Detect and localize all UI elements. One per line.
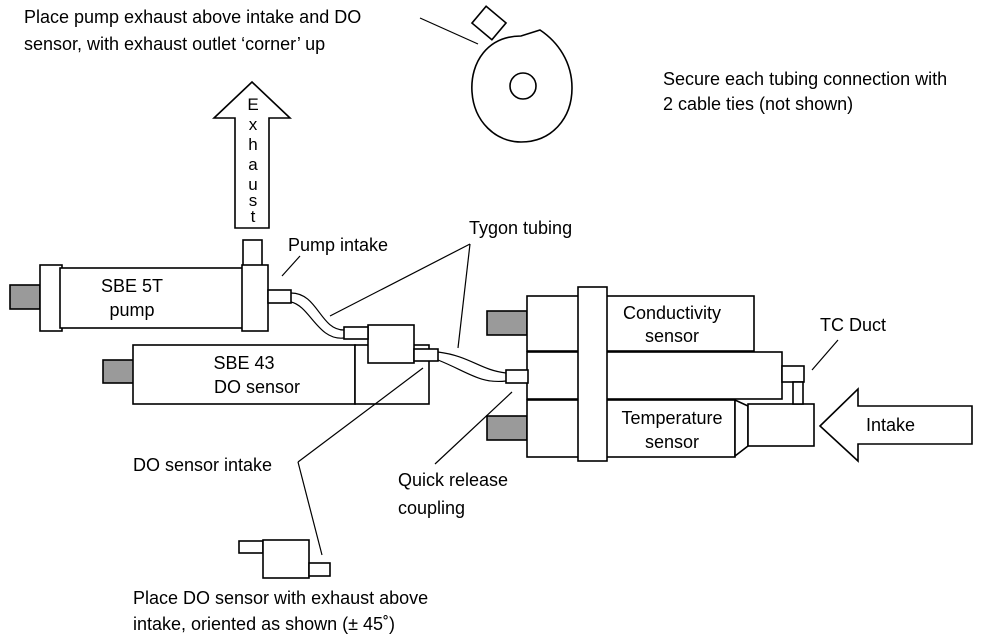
- tygon-tubing: [290, 292, 507, 383]
- temperature-label-line2: sensor: [645, 432, 699, 452]
- top-note-line1: Place pump exhaust above intake and DO: [24, 7, 361, 27]
- secure-note-line2: 2 cable ties (not shown): [663, 94, 853, 114]
- leader-lines: [281, 243, 839, 556]
- pump-top-view-leader: [419, 17, 479, 45]
- quick-release-label-line2: coupling: [398, 498, 465, 518]
- temperature-label-line1: Temperature: [621, 408, 722, 428]
- tc-duct-label: TC Duct: [820, 315, 886, 335]
- do-sensor-intake-label: DO sensor intake: [133, 455, 272, 475]
- secure-note-line1: Secure each tubing connection with: [663, 69, 947, 89]
- exhaust-letter-2: x: [249, 115, 258, 134]
- pump-intake-label: Pump intake: [288, 235, 388, 255]
- exhaust-letter-3: h: [248, 135, 257, 154]
- do-sensor-label-line2: DO sensor: [214, 377, 300, 397]
- pump-label-line1: SBE 5T: [101, 276, 163, 296]
- quick-release-label-line1: Quick release: [398, 470, 508, 490]
- exhaust-letter-6: s: [249, 191, 258, 210]
- exhaust-letter-1: E: [247, 95, 258, 114]
- exhaust-letter-4: a: [248, 155, 258, 174]
- top-note-line2: sensor, with exhaust outlet ‘corner’ up: [24, 34, 325, 54]
- bottom-note-line1: Place DO sensor with exhaust above: [133, 588, 428, 608]
- conductivity-label-line1: Conductivity: [623, 303, 721, 323]
- exhaust-letter-5: u: [248, 175, 257, 194]
- do-sensor-label-line1: SBE 43: [213, 353, 274, 373]
- intake-arrow-label: Intake: [866, 415, 915, 435]
- intake-arrow: [818, 387, 973, 463]
- bottom-note-line2: intake, oriented as shown (± 45˚): [133, 614, 395, 634]
- pump-label-line2: pump: [109, 300, 154, 320]
- tc-duct-assembly: [486, 286, 815, 462]
- pump-top-view: [470, 5, 573, 143]
- conductivity-label-line2: sensor: [645, 326, 699, 346]
- tygon-tubing-label: Tygon tubing: [469, 218, 572, 238]
- exhaust-arrow: E x h a u s t: [211, 80, 293, 229]
- exhaust-letter-7: t: [251, 207, 256, 226]
- do-sensor-orientation-view: [238, 539, 331, 579]
- do-sensor-plenum: [343, 324, 439, 364]
- sbe-5t-pump: [9, 239, 292, 332]
